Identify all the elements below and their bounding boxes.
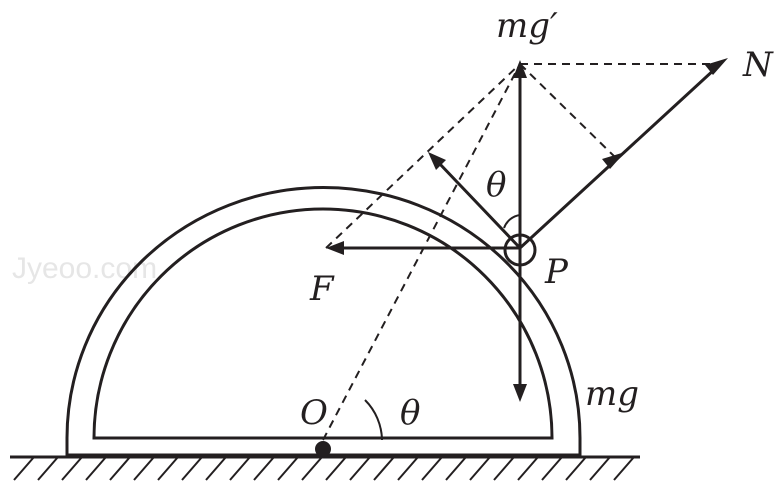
arrow-component-shaft [436, 160, 522, 250]
semicircle-ring [65, 186, 582, 457]
hatch-mark [541, 456, 563, 481]
dashed-mg-prime-to-N-component [519, 63, 619, 161]
hatch-mark [565, 456, 587, 481]
arrow-N-mid-head [602, 152, 625, 169]
radius-line-OP [322, 63, 521, 441]
force-arrows [326, 58, 728, 402]
hatch-mark [373, 456, 395, 481]
hatch-mark [517, 456, 539, 481]
hatch-mark [157, 456, 179, 481]
hatch-mark [229, 456, 251, 481]
hatch-mark [301, 456, 323, 481]
arrow-component-head [428, 152, 446, 170]
label-O: O [300, 393, 328, 433]
hatch-mark [493, 456, 515, 481]
hatch-mark [277, 456, 299, 481]
hatch-mark [613, 456, 635, 481]
dashed-F-to-mg-prime [325, 63, 521, 249]
hatch-mark [349, 456, 371, 481]
hatch-mark [445, 456, 467, 481]
angle-arc-bottom [364, 399, 383, 441]
hatch-mark [109, 456, 131, 481]
arrow-mg-prime-head [513, 60, 527, 78]
hatch-mark [13, 456, 35, 481]
center-point-O [315, 441, 331, 457]
hatch-mark [589, 456, 611, 481]
hatch-mark [469, 456, 491, 481]
hatch-mark [397, 456, 419, 481]
label-P: P [544, 252, 569, 292]
label-mg: mg [585, 374, 639, 414]
hatch-mark [133, 456, 155, 481]
label-theta-top: θ [486, 165, 506, 205]
hatch-mark [421, 456, 443, 481]
hatch-mark [85, 456, 107, 481]
hatch-mark [205, 456, 227, 481]
label-N: N [742, 45, 774, 85]
dashed-construction [322, 63, 720, 441]
hatch-mark [325, 456, 347, 481]
hatch-mark [37, 456, 59, 481]
label-mg-prime: mg′ [496, 6, 558, 46]
ground-hatching [13, 456, 635, 481]
ground [10, 455, 640, 481]
hatch-mark [61, 456, 83, 481]
arrow-F-head [326, 241, 344, 255]
hatch-mark [181, 456, 203, 481]
label-theta-bottom: θ [400, 393, 420, 433]
bead-P [503, 233, 537, 267]
angle-arc-top [503, 214, 521, 229]
label-F: F [309, 269, 335, 309]
arrow-N-head [705, 58, 728, 75]
hatch-mark [253, 456, 275, 481]
arrow-mg-head [513, 384, 527, 402]
